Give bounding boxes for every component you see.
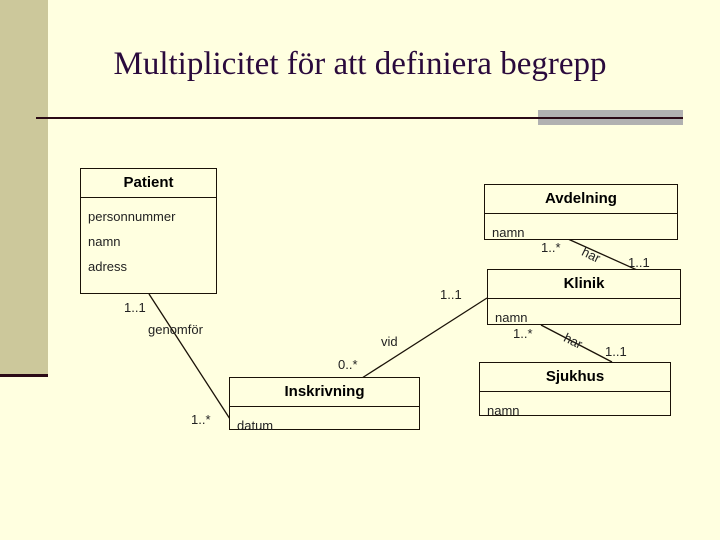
multiplicity-label-sjukhus: 1..1 bbox=[605, 344, 627, 359]
uml-attribute-list: datum bbox=[230, 407, 419, 442]
uml-attribute: namn bbox=[492, 225, 525, 240]
uml-attribute: personnummer bbox=[88, 209, 176, 224]
multiplicity-label-klinik-from-avdelning: 1..1 bbox=[628, 255, 650, 270]
uml-attribute: namn bbox=[495, 310, 528, 325]
uml-class-name: Sjukhus bbox=[480, 363, 670, 392]
page-title: Multiplicitet för att definiera begrepp bbox=[113, 46, 607, 82]
uml-attribute: namn bbox=[487, 403, 520, 418]
uml-class-avdelning[interactable]: Avdelning namn bbox=[484, 184, 678, 240]
association-line-patient-inskrivning bbox=[148, 293, 231, 420]
uml-class-name: Patient bbox=[81, 169, 216, 198]
uml-attribute-list: namn bbox=[485, 214, 677, 249]
uml-attribute-list: namn bbox=[488, 299, 680, 334]
multiplicity-label-patient: 1..1 bbox=[124, 300, 146, 315]
uml-attribute-list: personnummer namn adress bbox=[81, 198, 216, 283]
association-label-genomfor: genomför bbox=[148, 322, 203, 337]
uml-class-patient[interactable]: Patient personnummer namn adress bbox=[80, 168, 217, 294]
title-divider-rule bbox=[36, 117, 683, 119]
uml-class-name: Inskrivning bbox=[230, 378, 419, 407]
uml-attribute: datum bbox=[237, 418, 274, 433]
multiplicity-label-inskrivning: 0..* bbox=[338, 357, 358, 372]
multiplicity-label-avdelning: 1..* bbox=[541, 240, 561, 255]
uml-class-name: Klinik bbox=[488, 270, 680, 299]
multiplicity-label-klinik-from-inskrivning: 1..1 bbox=[440, 287, 462, 302]
uml-class-sjukhus[interactable]: Sjukhus namn bbox=[479, 362, 671, 418]
uml-class-name: Avdelning bbox=[485, 185, 677, 214]
uml-class-klinik[interactable]: Klinik namn bbox=[487, 269, 681, 325]
sidebar-underline bbox=[0, 374, 48, 377]
uml-attribute-list: namn bbox=[480, 392, 670, 427]
sidebar-color-band bbox=[0, 0, 48, 375]
multiplicity-label-klinik: 1..* bbox=[513, 326, 533, 341]
uml-class-inskrivning[interactable]: Inskrivning datum bbox=[229, 377, 420, 433]
uml-attribute: adress bbox=[88, 259, 128, 274]
association-label-vid: vid bbox=[381, 334, 398, 349]
uml-attribute: namn bbox=[88, 234, 121, 249]
multiplicity-label-inskrivning-from-patient: 1..* bbox=[191, 412, 211, 427]
